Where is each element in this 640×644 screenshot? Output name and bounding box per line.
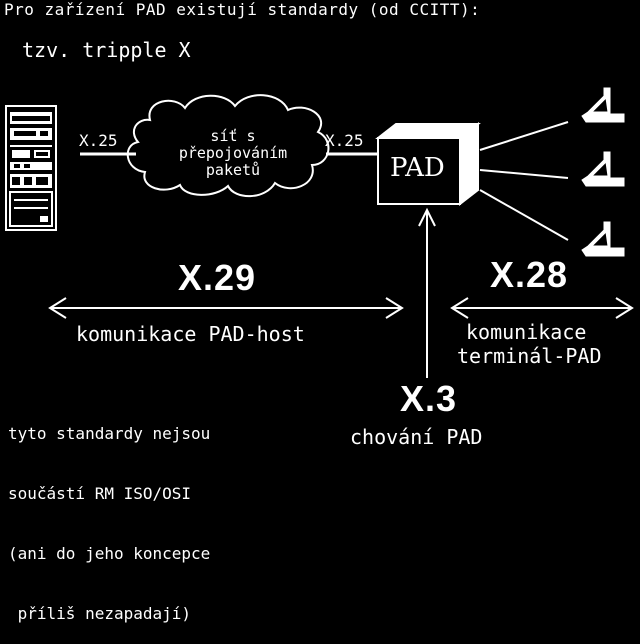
cloud-label-line: síť s — [148, 128, 318, 145]
terminal-icon — [582, 152, 624, 186]
x29-code: X.29 — [178, 260, 256, 296]
cloud-label: síť s přepojováním paketů — [148, 128, 318, 179]
subtitle: tzv. tripple X — [22, 40, 191, 60]
terminal-links — [480, 122, 568, 240]
footnote-line: (ani do jeho koncepce — [8, 544, 210, 564]
x28-label-line1: komunikace — [466, 322, 586, 342]
pad-label: PAD — [390, 155, 445, 181]
x29-arrow — [50, 298, 402, 318]
terminal-icon — [582, 222, 624, 256]
footnote: tyto standardy nejsou součástí RM ISO/OS… — [8, 384, 210, 644]
x25-label-right: X.25 — [325, 133, 364, 149]
server-tower-icon — [6, 106, 56, 230]
footnote-line: součástí RM ISO/OSI — [8, 484, 210, 504]
x29-label: komunikace PAD-host — [76, 324, 305, 344]
cloud-label-line: přepojováním — [148, 145, 318, 162]
x28-label-line2: terminál-PAD — [457, 346, 602, 366]
x3-code: X.3 — [400, 381, 457, 417]
x25-label-left: X.25 — [79, 133, 118, 149]
x3-label: chování PAD — [350, 427, 482, 447]
x28-code: X.28 — [490, 257, 568, 293]
cloud-label-line: paketů — [148, 162, 318, 179]
terminal-icon — [582, 88, 624, 122]
x3-arrow — [419, 210, 435, 378]
page-title: Pro zařízení PAD existují standardy (od … — [4, 2, 480, 18]
footnote-line: tyto standardy nejsou — [8, 424, 210, 444]
x28-arrow — [452, 298, 632, 318]
footnote-line: příliš nezapadají) — [8, 604, 210, 624]
